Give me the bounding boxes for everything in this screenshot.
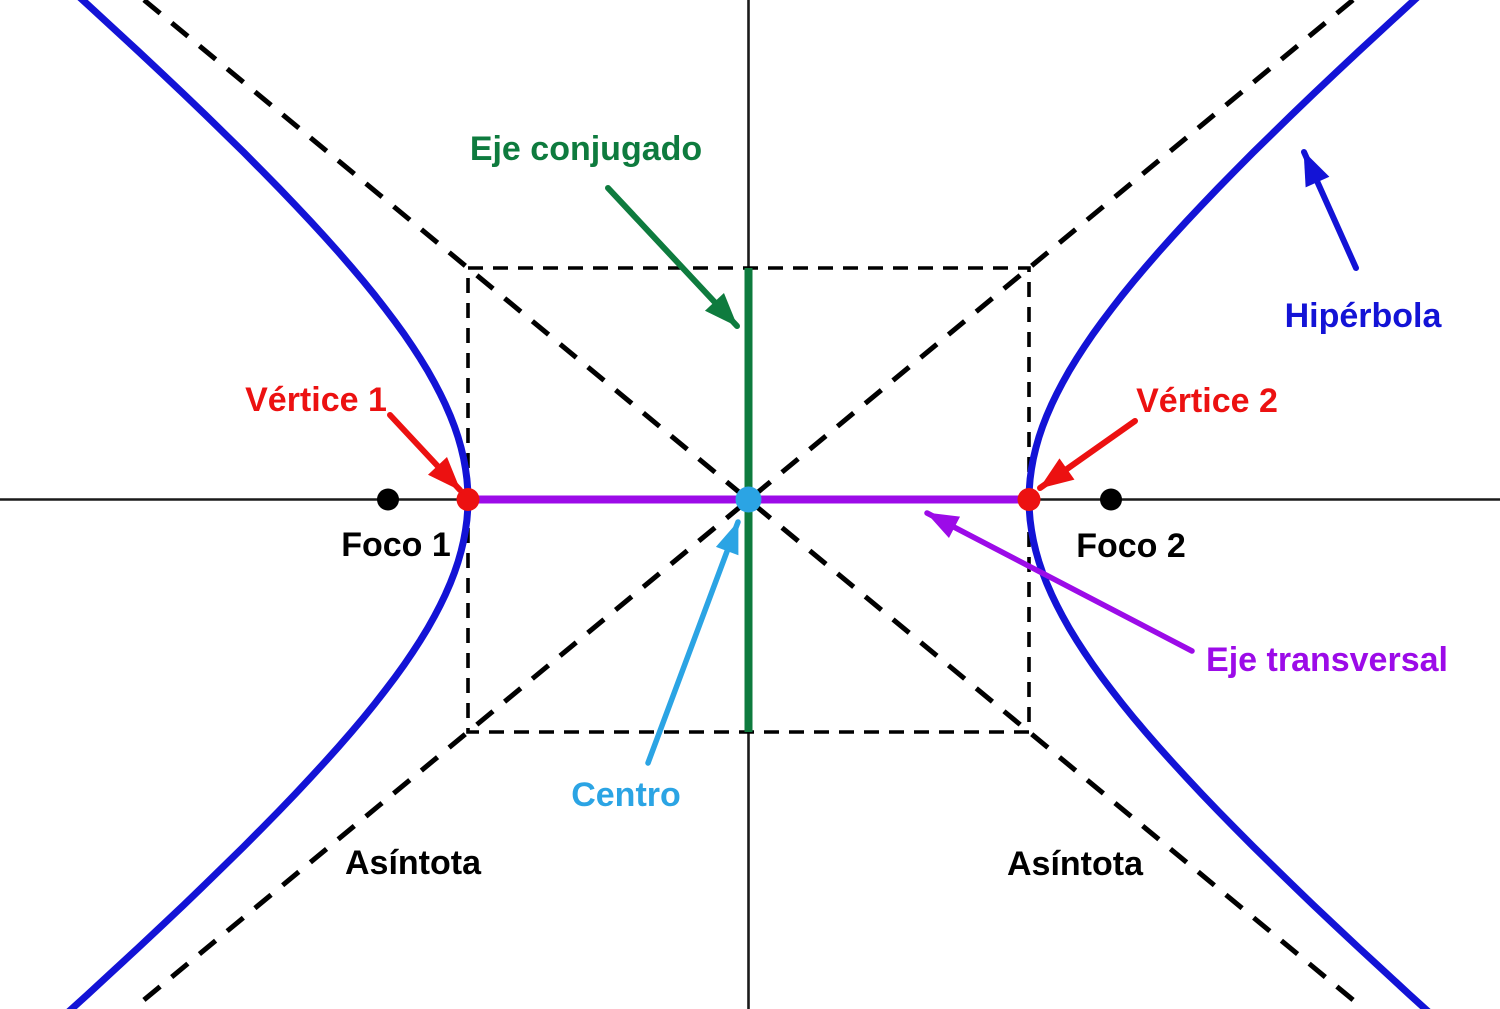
arrow-centro [645, 519, 741, 766]
arrow-vertice-1 [387, 412, 463, 493]
label-vertice-2: Vértice 2 [1136, 382, 1278, 420]
label-asintota-left: Asíntota [345, 844, 482, 882]
label-hiperbola: Hipérbola [1285, 297, 1443, 335]
focus-2-dot [1100, 488, 1122, 511]
arrow-eje-conjugado [605, 185, 740, 329]
label-centro: Centro [571, 776, 681, 814]
asymptote-line-descending [142, 0, 1366, 1009]
label-vertice-1: Vértice 1 [245, 381, 387, 419]
arrow-eje-transversal [924, 510, 1195, 654]
vertex-1-dot [456, 488, 480, 511]
label-eje-transversal: Eje transversal [1206, 641, 1448, 679]
label-foco-1: Foco 1 [341, 526, 451, 564]
center-dot [735, 486, 762, 513]
vertex-2-dot [1017, 488, 1041, 511]
asymptote-line-ascending [131, 0, 1355, 1009]
arrow-vertice-2 [1037, 418, 1138, 491]
focus-1-dot [377, 488, 399, 511]
label-asintota-right: Asíntota [1007, 845, 1144, 883]
arrow-hiperbola [1301, 149, 1359, 271]
label-eje-conjugado: Eje conjugado [470, 130, 702, 168]
label-foco-2: Foco 2 [1076, 527, 1186, 565]
